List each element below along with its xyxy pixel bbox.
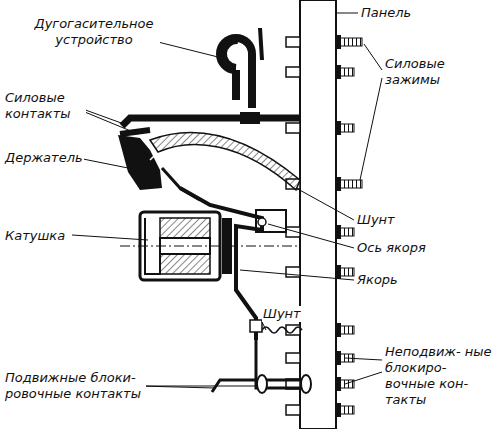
part-label: Силовые контакты <box>4 90 86 122</box>
lower-shunt <box>262 327 302 333</box>
part-label: Держатель <box>4 150 84 166</box>
bolts <box>286 35 362 417</box>
part-label: Неподвиж- ные блокиро- вочные кон- такты <box>384 344 496 408</box>
part-label: Панель <box>360 5 412 21</box>
upper-shunt <box>150 133 300 190</box>
part-label: Силовые зажимы <box>384 56 466 88</box>
part-label: Шунт <box>356 212 396 228</box>
panel <box>300 0 336 429</box>
part-label: Катушка <box>4 228 66 244</box>
part-label: Подвижные блоки- ровочные контакты <box>4 370 146 402</box>
part-label: Дугогасительное устройство <box>28 16 160 48</box>
part-label: Якорь <box>356 272 399 288</box>
arc-chute <box>220 38 252 108</box>
part-label: Шунт <box>262 306 302 322</box>
fixed-contact <box>122 118 300 126</box>
part-label: Ось якоря <box>356 240 427 256</box>
leader-lines <box>72 13 382 388</box>
